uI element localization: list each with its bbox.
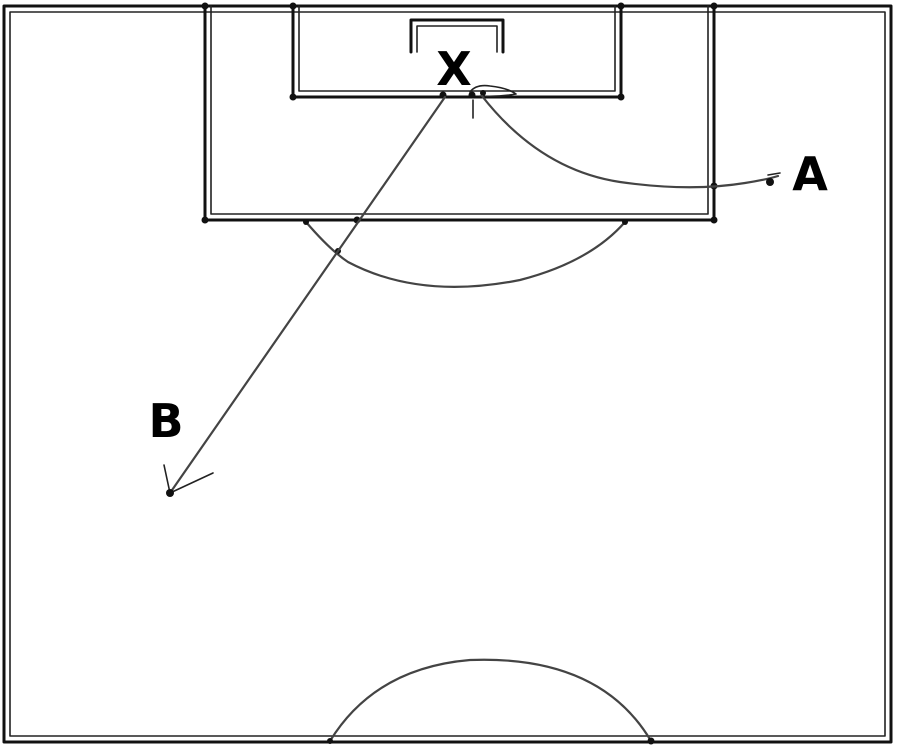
marker-dot (710, 216, 718, 224)
player-b-marker (166, 489, 174, 497)
center-arc (328, 658, 653, 743)
pitch-outline-inner (9, 11, 886, 737)
marker-dot (617, 93, 625, 101)
marker-dot (303, 219, 309, 225)
marker-dot (289, 2, 297, 10)
ball-marker (468, 91, 476, 99)
penalty-box-inner (210, 5, 709, 215)
marker-dot (201, 2, 209, 10)
marker-dot (622, 219, 628, 225)
marker-dot (617, 2, 625, 10)
label-a: A (792, 147, 828, 201)
goal-area (291, 4, 623, 99)
ball-marker (480, 90, 486, 96)
path-x-to-b (168, 95, 447, 495)
marker-dot (647, 737, 655, 745)
goal-area-inner (298, 5, 616, 92)
penalty-box (203, 4, 716, 222)
marker-dot (710, 2, 718, 10)
path-x-to-a (480, 94, 780, 189)
penalty-arc (304, 220, 627, 288)
ball-loop (469, 84, 517, 98)
marker-dot (327, 738, 333, 744)
player-a-marker (766, 178, 774, 186)
goal-inner (416, 25, 498, 53)
marker-dot (201, 216, 209, 224)
player-a-tick (767, 172, 781, 176)
label-b: B (148, 394, 183, 448)
arrow-head-b (163, 464, 214, 494)
goal (409, 18, 505, 54)
pitch-outline (2, 4, 893, 744)
marker-dot (289, 93, 297, 101)
label-x: X (436, 42, 471, 96)
